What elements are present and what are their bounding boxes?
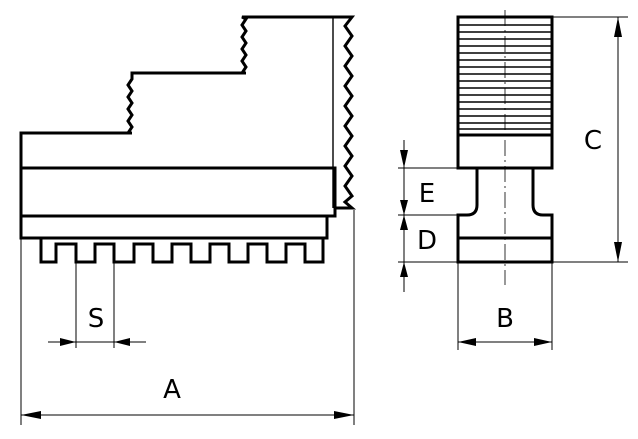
dim-label-b: B (496, 304, 514, 334)
side-tslot-profile (456, 168, 554, 264)
jaw-body-top-block (19, 166, 337, 218)
dim-label-c: C (584, 126, 602, 156)
side-view (456, 10, 554, 285)
dim-label-e: E (419, 179, 435, 209)
dim-label-s: S (88, 304, 105, 334)
dim-label-a: A (163, 375, 181, 405)
jaw-teeth-profile (39, 238, 325, 264)
front-view (19, 15, 357, 264)
dim-label-d: D (417, 226, 437, 256)
jaw-serrated-back (322, 15, 357, 210)
jaw-step-outline (19, 15, 322, 168)
jaw-body-lower-block (19, 214, 329, 240)
dimensions (20, 16, 628, 425)
